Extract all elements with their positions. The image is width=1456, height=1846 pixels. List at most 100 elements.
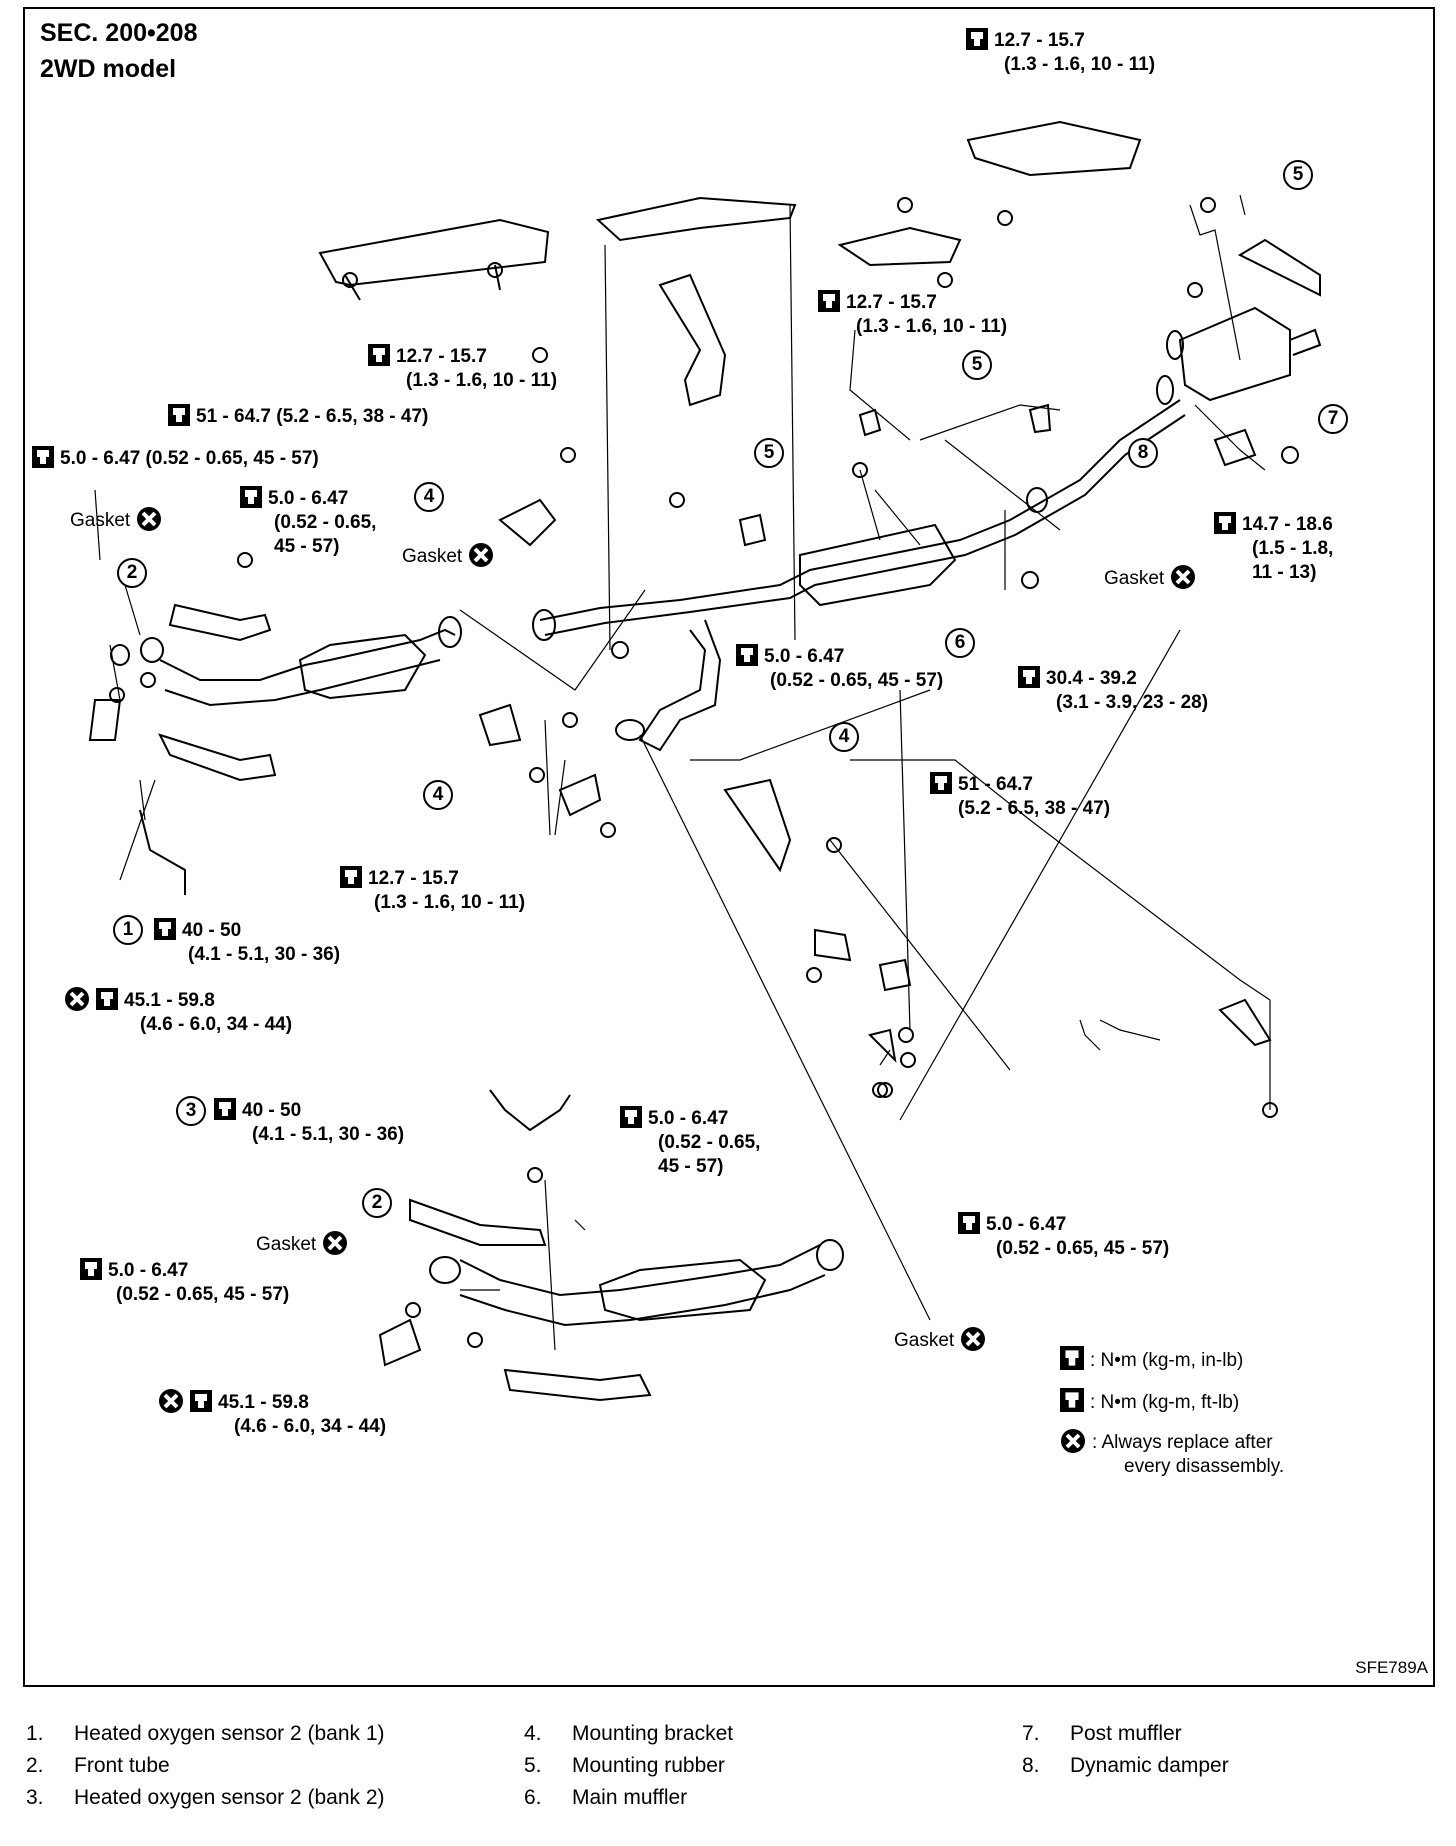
torque-label-14-7: 14.7 - 18.6 (1.5 - 1.8, 11 - 13): [1214, 512, 1333, 585]
torque-range: (3.1 - 3.9, 23 - 28): [1056, 692, 1209, 713]
torque-value: 12.7 - 15.7: [846, 292, 937, 313]
front-tube-bank1: [159, 628, 456, 681]
callout-4: 4: [423, 780, 453, 810]
torque-range: 11 - 13): [1252, 562, 1317, 583]
wrench-in-lb-icon: [80, 1258, 102, 1280]
callout-2: 2: [117, 558, 147, 588]
torque-value: 14.7 - 18.6: [1242, 514, 1333, 535]
gasket-label: Gasket: [402, 542, 494, 569]
torque-value: 5.0 - 6.47: [648, 1108, 729, 1129]
torque-range: (0.52 - 0.65, 45 - 57): [116, 1284, 290, 1305]
torque-label-5-lowleft: 5.0 - 6.47 (0.52 - 0.65, 45 - 57): [80, 1258, 289, 1307]
torque-value: 12.7 - 15.7: [994, 30, 1085, 51]
replace-icon: [960, 1326, 986, 1352]
wrench-in-lb-icon: [1060, 1346, 1084, 1370]
torque-value: 30.4 - 39.2: [1046, 668, 1137, 689]
list-item: 4.Mounting bracket: [524, 1722, 734, 1745]
replace-icon: [158, 1388, 184, 1414]
torque-label-5-left: 5.0 - 6.47 (0.52 - 0.65, 45 - 57): [32, 446, 319, 471]
torque-label-51-mid: 51 - 64.7 (5.2 - 6.5, 38 - 47): [930, 772, 1110, 821]
torque-range: 45 - 57): [658, 1156, 724, 1177]
torque-label-top-right: 12.7 - 15.7 (1.3 - 1.6, 10 - 11): [966, 28, 1155, 77]
parts-list-col-2: 4.Mounting bracket 5.Mounting rubber 6.M…: [524, 1718, 733, 1814]
callout-5: 5: [754, 438, 784, 468]
torque-label-45-1-upper: 45.1 - 59.8 (4.6 - 6.0, 34 - 44): [64, 986, 292, 1037]
gasket-label: Gasket: [1104, 564, 1196, 591]
torque-range: (1.3 - 1.6, 10 - 11): [374, 892, 526, 913]
wrench-in-lb-icon: [736, 644, 758, 666]
main-muffler: [799, 523, 957, 607]
torque-range: (4.1 - 5.1, 30 - 36): [188, 944, 341, 965]
diagram-frame: [23, 7, 1435, 1687]
list-item: 1.Heated oxygen sensor 2 (bank 1): [26, 1722, 385, 1745]
torque-label-sensor-1: 40 - 50 (4.1 - 5.1, 30 - 36): [154, 918, 340, 967]
replace-icon: [64, 986, 90, 1012]
legend-in-lb: : N•m (kg-m, in-lb): [1060, 1346, 1243, 1374]
callout-4: 4: [414, 482, 444, 512]
replace-icon: [1060, 1428, 1086, 1454]
list-item: 5.Mounting rubber: [524, 1754, 725, 1777]
gasket-label: Gasket: [894, 1326, 986, 1353]
replace-icon: [468, 542, 494, 568]
callout-5: 5: [962, 350, 992, 380]
wrench-ft-lb-icon: [1214, 512, 1236, 534]
wrench-ft-lb-icon: [930, 772, 952, 794]
section-number: SEC. 200•208: [40, 19, 198, 47]
torque-range: (1.3 - 1.6, 10 - 11): [406, 370, 558, 391]
parts-list-col-3: 7.Post muffler 8.Dynamic damper: [1022, 1718, 1229, 1782]
list-item: 2.Front tube: [26, 1754, 170, 1777]
replace-icon: [1170, 564, 1196, 590]
torque-label-heat-shield: 12.7 - 15.7 (1.3 - 1.6, 10 - 11): [368, 344, 557, 393]
torque-value: 5.0 - 6.47 (0.52 - 0.65, 45 - 57): [60, 448, 319, 469]
heat-shield-rear: [966, 120, 1142, 177]
torque-value: 51 - 64.7: [958, 774, 1033, 795]
wrench-ft-lb-icon: [190, 1390, 212, 1412]
torque-value: 5.0 - 6.47: [268, 488, 349, 509]
torque-value: 12.7 - 15.7: [396, 346, 487, 367]
catalyst-bank2: [598, 1258, 767, 1322]
torque-range: (0.52 - 0.65, 45 - 57): [996, 1238, 1170, 1259]
torque-range: (1.5 - 1.8,: [1252, 538, 1334, 559]
wrench-in-lb-icon: [958, 1212, 980, 1234]
torque-range: (1.3 - 1.6, 10 - 11): [856, 316, 1008, 337]
list-item: 7.Post muffler: [1022, 1722, 1182, 1745]
gasket-label: Gasket: [70, 506, 162, 533]
model-name: 2WD model: [40, 55, 177, 83]
figure-code: SFE789A: [1355, 1658, 1428, 1677]
torque-value: 40 - 50: [182, 920, 242, 941]
torque-label-5-low: 5.0 - 6.47 (0.52 - 0.65, 45 - 57): [620, 1106, 760, 1179]
catalyst-bank1: [298, 633, 427, 700]
heat-shield-small: [837, 226, 962, 267]
legend-ft-lb: : N•m (kg-m, ft-lb): [1060, 1388, 1239, 1416]
torque-range: (4.1 - 5.1, 30 - 36): [252, 1124, 405, 1145]
torque-range: (4.6 - 6.0, 34 - 44): [234, 1416, 387, 1437]
list-item: 6.Main muffler: [524, 1786, 688, 1809]
wrench-in-lb-icon: [240, 486, 262, 508]
legend-replace-2: every disassembly.: [1124, 1456, 1285, 1477]
torque-value: 5.0 - 6.47: [986, 1214, 1067, 1235]
wrench-ft-lb-icon: [966, 28, 988, 50]
legend-replace: : Always replace after: [1060, 1428, 1273, 1456]
torque-value: 45.1 - 59.8: [218, 1392, 309, 1413]
torque-label-12-7-low: 12.7 - 15.7 (1.3 - 1.6, 10 - 11): [340, 866, 525, 915]
parts-list-col-1: 1.Heated oxygen sensor 2 (bank 1) 2.Fron…: [26, 1718, 385, 1814]
wrench-in-lb-icon: [620, 1106, 642, 1128]
callout-3: 3: [176, 1096, 206, 1126]
torque-range: (0.52 - 0.65,: [658, 1132, 761, 1153]
heat-shield-center: [595, 196, 797, 242]
callout-8: 8: [1128, 438, 1158, 468]
torque-label-5-mid: 5.0 - 6.47 (0.52 - 0.65, 45 - 57): [240, 486, 376, 559]
wrench-ft-lb-icon: [1060, 1388, 1084, 1412]
callout-1: 1: [113, 915, 143, 945]
wrench-ft-lb-icon: [168, 404, 190, 426]
torque-label-45-1-lower: 45.1 - 59.8 (4.6 - 6.0, 34 - 44): [158, 1388, 386, 1439]
gasket-label: Gasket: [256, 1230, 348, 1257]
replace-icon: [322, 1230, 348, 1256]
wrench-ft-lb-icon: [1018, 666, 1040, 688]
torque-label-5-center: 5.0 - 6.47 (0.52 - 0.65, 45 - 57): [736, 644, 943, 693]
hanger-pipe: [658, 273, 727, 407]
torque-range: (5.2 - 6.5, 38 - 47): [958, 798, 1111, 819]
wrench-ft-lb-icon: [818, 290, 840, 312]
torque-label-5-lowright: 5.0 - 6.47 (0.52 - 0.65, 45 - 57): [958, 1212, 1169, 1261]
